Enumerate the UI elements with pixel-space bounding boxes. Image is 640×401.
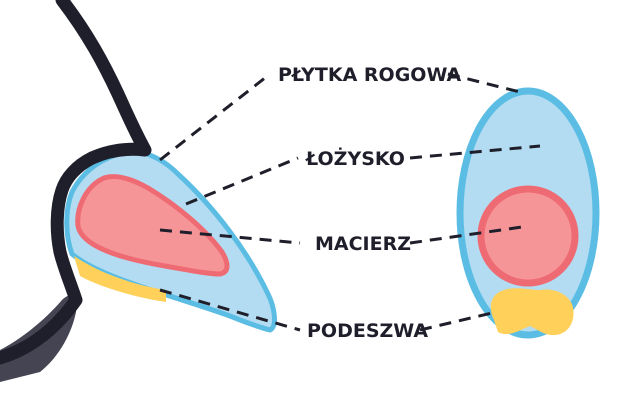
- leader-sole-left: [159, 288, 301, 332]
- front-view-claw: [456, 87, 600, 339]
- leader-plate-right: [447, 72, 521, 94]
- sole-side: [74, 256, 166, 302]
- label-sole: PODESZWA: [307, 320, 428, 342]
- toe-outline: [0, 0, 152, 365]
- label-matrix: MACIERZ: [315, 233, 411, 255]
- leader-bed-right: [409, 144, 541, 160]
- leader-sole-right: [419, 310, 497, 332]
- leader-plate-left: [159, 72, 271, 162]
- leader-matrix-left: [159, 228, 301, 245]
- sole-front: [490, 288, 574, 336]
- labels: PŁYTKA ROGOWA ŁOŻYSKO MACIERZ PODESZWA: [278, 64, 462, 342]
- label-bed: ŁOŻYSKO: [305, 146, 405, 170]
- leader-lines: [159, 72, 541, 332]
- side-view-claw: [0, 0, 277, 382]
- label-horn-plate: PŁYTKA ROGOWA: [278, 64, 462, 86]
- leader-bed-left: [185, 156, 299, 206]
- matrix-side: [75, 174, 230, 277]
- matrix-front: [477, 185, 579, 287]
